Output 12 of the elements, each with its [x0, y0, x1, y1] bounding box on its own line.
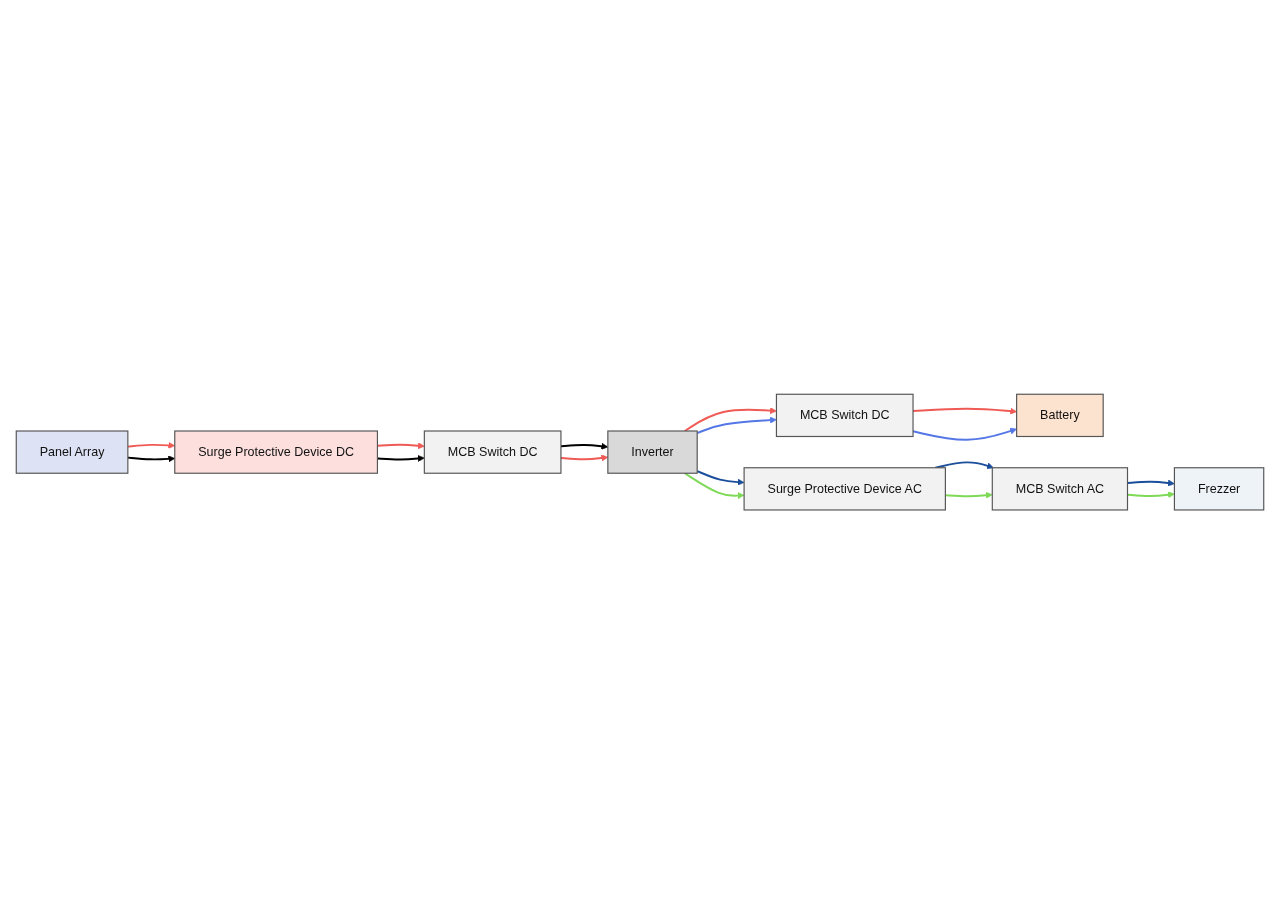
node-box: Surge Protective Device AC [743, 467, 946, 511]
node-box: MCB Switch DC [423, 430, 562, 474]
node-box: MCB Switch AC [991, 467, 1129, 511]
node-box: Surge Protective Device DC [174, 430, 378, 474]
arrow [683, 472, 745, 499]
node-box: Battery [1016, 393, 1104, 437]
node-box: MCB Switch DC [775, 393, 914, 437]
node-box: Inverter [607, 430, 698, 474]
node-box: Panel Array [15, 430, 129, 474]
node-box: Frezzer [1173, 467, 1265, 511]
arrow [683, 407, 777, 432]
arrow [696, 416, 777, 434]
